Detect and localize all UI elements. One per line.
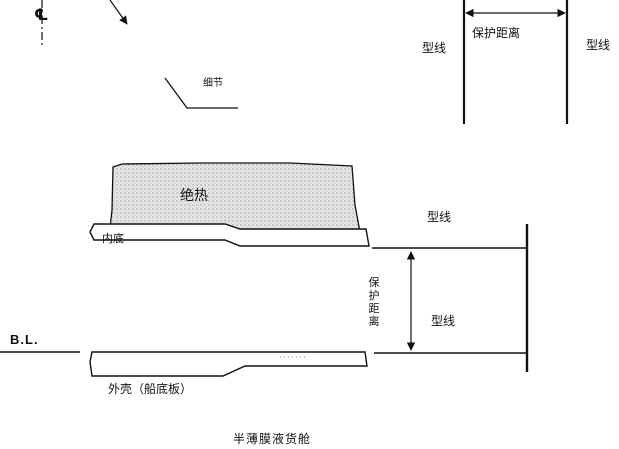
insulation-label: 绝热 — [180, 188, 208, 204]
diagonal-arrow — [109, 0, 128, 25]
diagram-caption: 半薄膜液货舱 — [233, 432, 312, 446]
detail-leader — [164, 77, 238, 109]
protective-distance-label-vertical: 保护距离 — [368, 276, 380, 328]
molded-line-label-top-right: 型线 — [586, 38, 611, 52]
molded-line-label-top-left: 型线 — [422, 41, 447, 55]
outer-shell-plate — [89, 351, 368, 377]
protective-distance-label-top: 保护距离 — [472, 26, 521, 40]
inner-bottom-label: 内底 — [102, 232, 124, 245]
outer-shell-label: 外壳（船底板） — [108, 382, 193, 396]
molded-line-label-lower: 型线 — [431, 314, 456, 328]
inner-bottom-plate — [89, 223, 370, 247]
detail-label: 细节 — [203, 78, 223, 89]
molded-line-label-upper: 型线 — [427, 210, 452, 224]
centerline-symbol: ℄ — [34, 5, 49, 24]
baseline-label: B.L. — [10, 332, 39, 347]
